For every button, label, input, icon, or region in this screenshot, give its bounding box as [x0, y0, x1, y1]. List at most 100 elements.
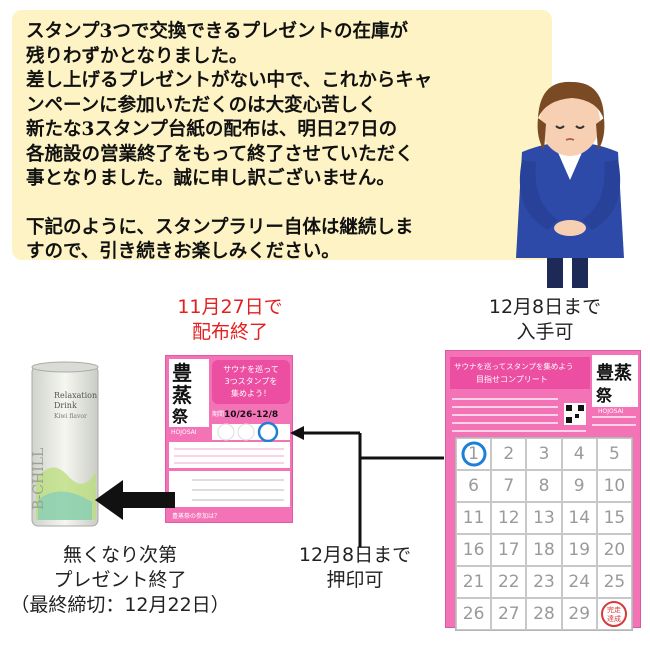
stamp-number: 20 [603, 540, 626, 560]
stamp-number: 6 [468, 476, 479, 496]
stamp-cell: 6 [456, 470, 492, 502]
stamp-number: 22 [497, 572, 520, 592]
left-banner-line: サウナを巡って [223, 364, 279, 374]
can-line1: Relaxation [54, 391, 97, 400]
right-logo-3: 祭 [595, 386, 613, 405]
stamp-cell: 14 [561, 502, 597, 534]
present-end-line: （最終締切：12月22日） [10, 594, 230, 616]
three-stamp-card: 豊 蒸 祭 HOJOSAI サウナを巡って 3つスタンプを 集めよう！ 期間 1… [165, 355, 293, 523]
can-brand: B-CHILL [31, 448, 47, 510]
stamp-cell: 19 [561, 534, 597, 566]
completion-seal-icon: 完走 達成 [601, 601, 628, 627]
stamp-number: 19 [568, 540, 591, 560]
stamp-cell: 4 [561, 438, 597, 470]
stamp-cell: 24 [561, 566, 597, 598]
stamp-number: 3 [538, 444, 550, 464]
left-banner-line: 3つスタンプを [225, 377, 278, 386]
stamp-cell: 27 [491, 598, 527, 630]
can-line2: Drink [54, 401, 77, 410]
stamp-cell: 16 [456, 534, 492, 566]
stamp-until-line: 押印可 [326, 569, 384, 591]
stamp-number: 21 [462, 572, 485, 592]
present-end-caption: 無くなり次第 プレゼント終了 （最終締切：12月22日） [0, 543, 240, 618]
left-logo-sub: HOJOSAI [171, 429, 197, 436]
stamp-number: 28 [533, 604, 555, 624]
stamp-number: 10 [603, 476, 626, 496]
stamp-number: 16 [462, 540, 485, 560]
stamp-cell: 29 [561, 598, 597, 630]
stamp-cell: 11 [456, 502, 492, 534]
seal-text-bottom: 達成 [607, 614, 621, 623]
stamp-cell: 25 [596, 566, 632, 598]
notice-box: スタンプ3つで交換できるプレゼントの在庫が 残りわずかとなりました。 差し上げる… [12, 10, 552, 262]
stamp-grid: 1 2 3 4 5 6 7 8 9 10 11 12 13 14 15 16 1… [455, 437, 633, 631]
notice-line: 残りわずかとなりました。 [26, 45, 248, 67]
stamp-number: 26 [462, 604, 485, 624]
right-logo-sub: HOJOSAI [598, 408, 624, 415]
stamp-number: 29 [568, 604, 591, 624]
stamp-cell: 9 [561, 470, 597, 502]
present-end-line: 無くなり次第 [62, 544, 177, 566]
stamp-number: 7 [503, 476, 515, 496]
obtain-until-line: 12月8日まで [488, 296, 602, 318]
obtain-until-caption: 12月8日まで 入手可 [470, 295, 620, 345]
left-banner-line: 集めよう！ [231, 388, 271, 398]
right-subheader: 目指せコンプリート [476, 374, 548, 384]
distribution-end-line: 配布終了 [191, 321, 268, 343]
stamp-circle-mark [461, 441, 487, 467]
stamp-cell: 28 [526, 598, 562, 630]
right-logo-1: 豊 [596, 363, 614, 384]
stamp-cell: 3 [526, 438, 562, 470]
left-footer: 豊蒸祭の参加は？ [172, 512, 220, 520]
notice-line: 各施設の営業終了をもって終了させていただく [26, 143, 414, 165]
stamp-cell: 20 [596, 534, 632, 566]
stamp-cell-seal: 完走 達成 [596, 598, 632, 630]
stamp-number: 8 [538, 476, 550, 496]
stamp-number: 17 [497, 540, 520, 560]
stamp-cell: 5 [596, 438, 632, 470]
drink-can-image: B-CHILL Relaxation Drink Kiwi flavor [31, 361, 99, 527]
stamp-until-caption: 12月8日まで 押印可 [290, 543, 420, 593]
stamp-number: 9 [573, 476, 585, 496]
arrow-left-icon [95, 480, 175, 520]
left-logo-3: 祭 [171, 407, 189, 426]
can-flavor: Kiwi flavor [54, 413, 87, 420]
stamp-number: 14 [568, 508, 591, 528]
notice-line: 新たな3スタンプ台紙の配布は、明日27日の [26, 119, 398, 140]
stamp-number: 4 [573, 444, 585, 464]
stamp-cell: 22 [491, 566, 527, 598]
distribution-end-line: 11月27日で [177, 296, 283, 318]
bracket-arrow-icon [290, 426, 444, 547]
notice-gap [26, 192, 538, 216]
right-header: サウナを巡ってスタンプを集めよう [454, 361, 573, 371]
stamp-number: 2 [503, 444, 515, 464]
stamp-cell: 7 [491, 470, 527, 502]
seal-text-top: 完走 [607, 605, 621, 614]
notice-line: すので、引き続きお楽しみください。 [26, 241, 340, 262]
obtain-until-line: 入手可 [516, 321, 574, 343]
present-end-line: プレゼント終了 [53, 569, 187, 591]
stamp-number: 23 [533, 572, 555, 592]
stamp-number: 12 [497, 508, 520, 528]
stamp-cell: 2 [491, 438, 527, 470]
notice-line: 下記のように、スタンプラリー自体は継続しま [26, 216, 414, 238]
full-stamp-card-art: サウナを巡ってスタンプを集めよう 目指せコンプリート 豊 蒸 祭 HOJOSAI [450, 355, 638, 432]
three-stamp-card-art: 豊 蒸 祭 HOJOSAI サウナを巡って 3つスタンプを 集めよう！ 期間 1… [169, 359, 290, 520]
stamp-cell: 23 [526, 566, 562, 598]
stamp-cell: 17 [491, 534, 527, 566]
notice-line: ンペーンに参加いただくのは大変心苦しく [26, 94, 377, 116]
stamp-cell: 12 [491, 502, 527, 534]
stamp-number: 24 [568, 572, 591, 592]
stamp-number: 27 [497, 604, 520, 624]
stamp-number: 5 [608, 444, 620, 464]
stamp-number: 13 [533, 508, 555, 528]
stamp-number: 11 [462, 508, 485, 528]
stamp-cell-first: 1 [456, 438, 492, 470]
right-logo-2: 蒸 [614, 363, 632, 384]
stamp-cell: 21 [456, 566, 492, 598]
notice-line: 事となりました。誠に申し訳ございません。 [26, 168, 395, 189]
left-logo-2: 蒸 [172, 383, 192, 407]
stamp-cell: 13 [526, 502, 562, 534]
notice-line: スタンプ3つで交換できるプレゼントの在庫が [26, 21, 408, 42]
stamp-number: 18 [533, 540, 555, 560]
